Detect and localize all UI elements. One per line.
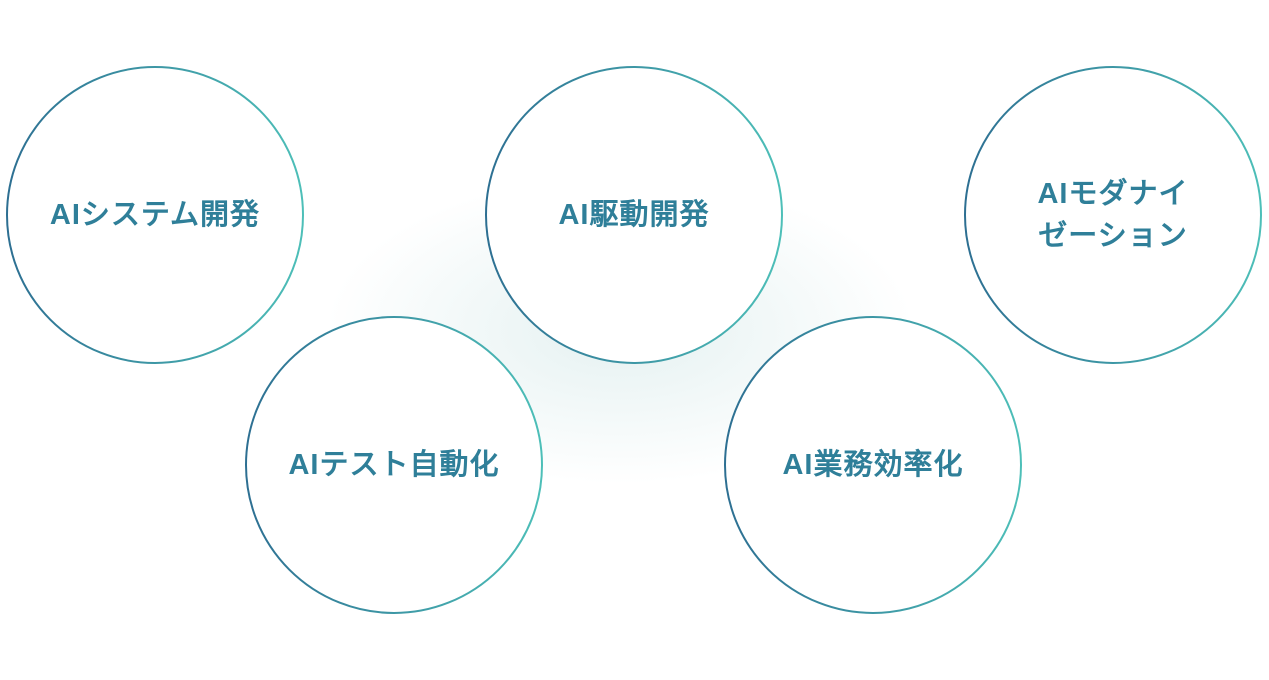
ring-ai-business-efficiency bbox=[724, 316, 1022, 614]
ring-ai-modernization bbox=[964, 66, 1262, 364]
ring-ai-driven-dev bbox=[485, 66, 783, 364]
ring-ai-test-automation bbox=[245, 316, 543, 614]
ring-ai-system-dev bbox=[6, 66, 304, 364]
